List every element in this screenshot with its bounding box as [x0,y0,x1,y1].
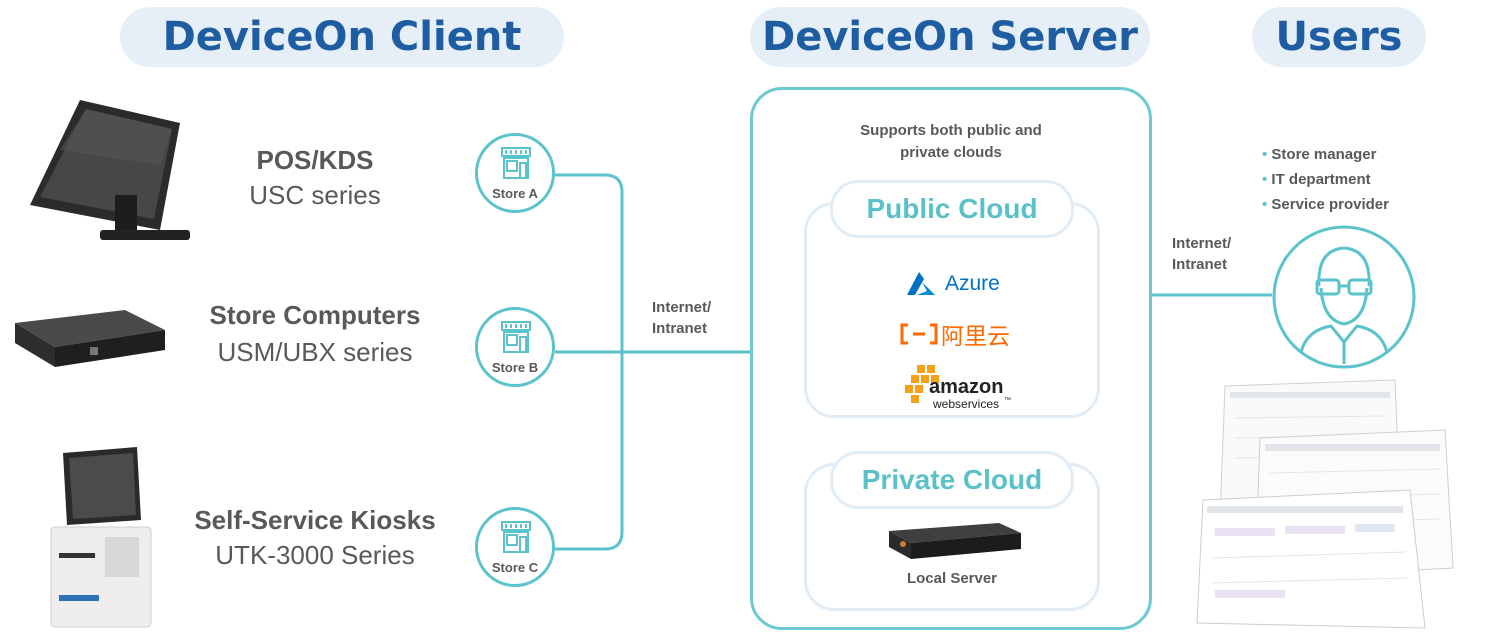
device-subtitle-pos: USC series [249,180,381,210]
aws-trademark: ™ [1004,397,1011,404]
client-server-link-label: Internet/ Intranet [652,297,711,339]
role-store-manager: Store manager [1271,146,1377,163]
azure-label: Azure [945,272,1000,295]
users-header: Users [1252,7,1426,67]
aws-icon [905,365,939,403]
store-c-label: Store C [491,560,539,575]
azure-icon [907,272,935,295]
store-a-label: Store A [492,186,538,201]
link-label-line-1: Internet/ [652,299,712,316]
local-server-label: Local Server [906,570,998,587]
list-item: • Service provider [1262,196,1389,213]
store-icon [501,321,531,353]
aws-webservices-label: webservices [933,397,1000,411]
store-a-link [555,173,624,551]
server-note-line-2: private clouds [900,144,1002,161]
aws-amazon-label: amazon [929,376,1004,398]
link-label-line-2: Intranet [1172,256,1228,273]
list-item: • IT department [1262,171,1371,188]
public-cloud-label: Public Cloud [830,180,1074,238]
user-avatar-icon [1272,225,1416,369]
user-roles-list: • Store manager • IT department • Servic… [1262,142,1389,217]
store-b-label: Store B [491,360,539,375]
store-icon [501,521,531,553]
device-subtitle-store-computers: USM/UBX series [217,337,413,367]
store-b: Store B [475,307,555,387]
client-header: DeviceOn Client [120,7,564,67]
private-cloud-label: Private Cloud [830,451,1074,509]
dashboard-screenshots-image [1196,379,1454,629]
device-subtitle-kiosks: UTK-3000 Series [215,540,415,570]
kiosk-image [50,447,152,628]
server-note-line-1: Supports both public and [860,122,1042,139]
role-it-department: IT department [1271,171,1371,188]
store-a: Store A [475,133,555,213]
aliyun-label: 阿里云 [941,324,1010,350]
device-title-pos: POS/KDS [256,145,374,175]
device-title-store-computers: Store Computers [209,300,421,330]
store-icon [501,147,531,179]
store-c: Store C [475,507,555,587]
role-service-provider: Service provider [1271,196,1389,213]
aliyun-icon [900,323,938,345]
list-item: • Store manager [1262,146,1377,163]
store-computer-image [15,310,165,367]
link-label-line-2: Intranet [652,320,708,337]
server-users-link-label: Internet/ Intranet [1172,233,1231,275]
local-server-image [889,523,1021,559]
aliyun-logo: 阿里云 [899,317,1010,351]
link-label-line-1: Internet/ [1172,235,1232,252]
server-note: Supports both public and private clouds [753,120,1149,164]
server-header: DeviceOn Server [750,7,1150,67]
server-box: Supports both public and private clouds … [750,87,1152,630]
azure-logo: Azure [905,271,1000,297]
device-title-kiosks: Self-Service Kiosks [194,505,436,535]
pos-terminal-image [30,100,190,240]
aws-logo: amazon webservices ™ [901,363,1021,413]
